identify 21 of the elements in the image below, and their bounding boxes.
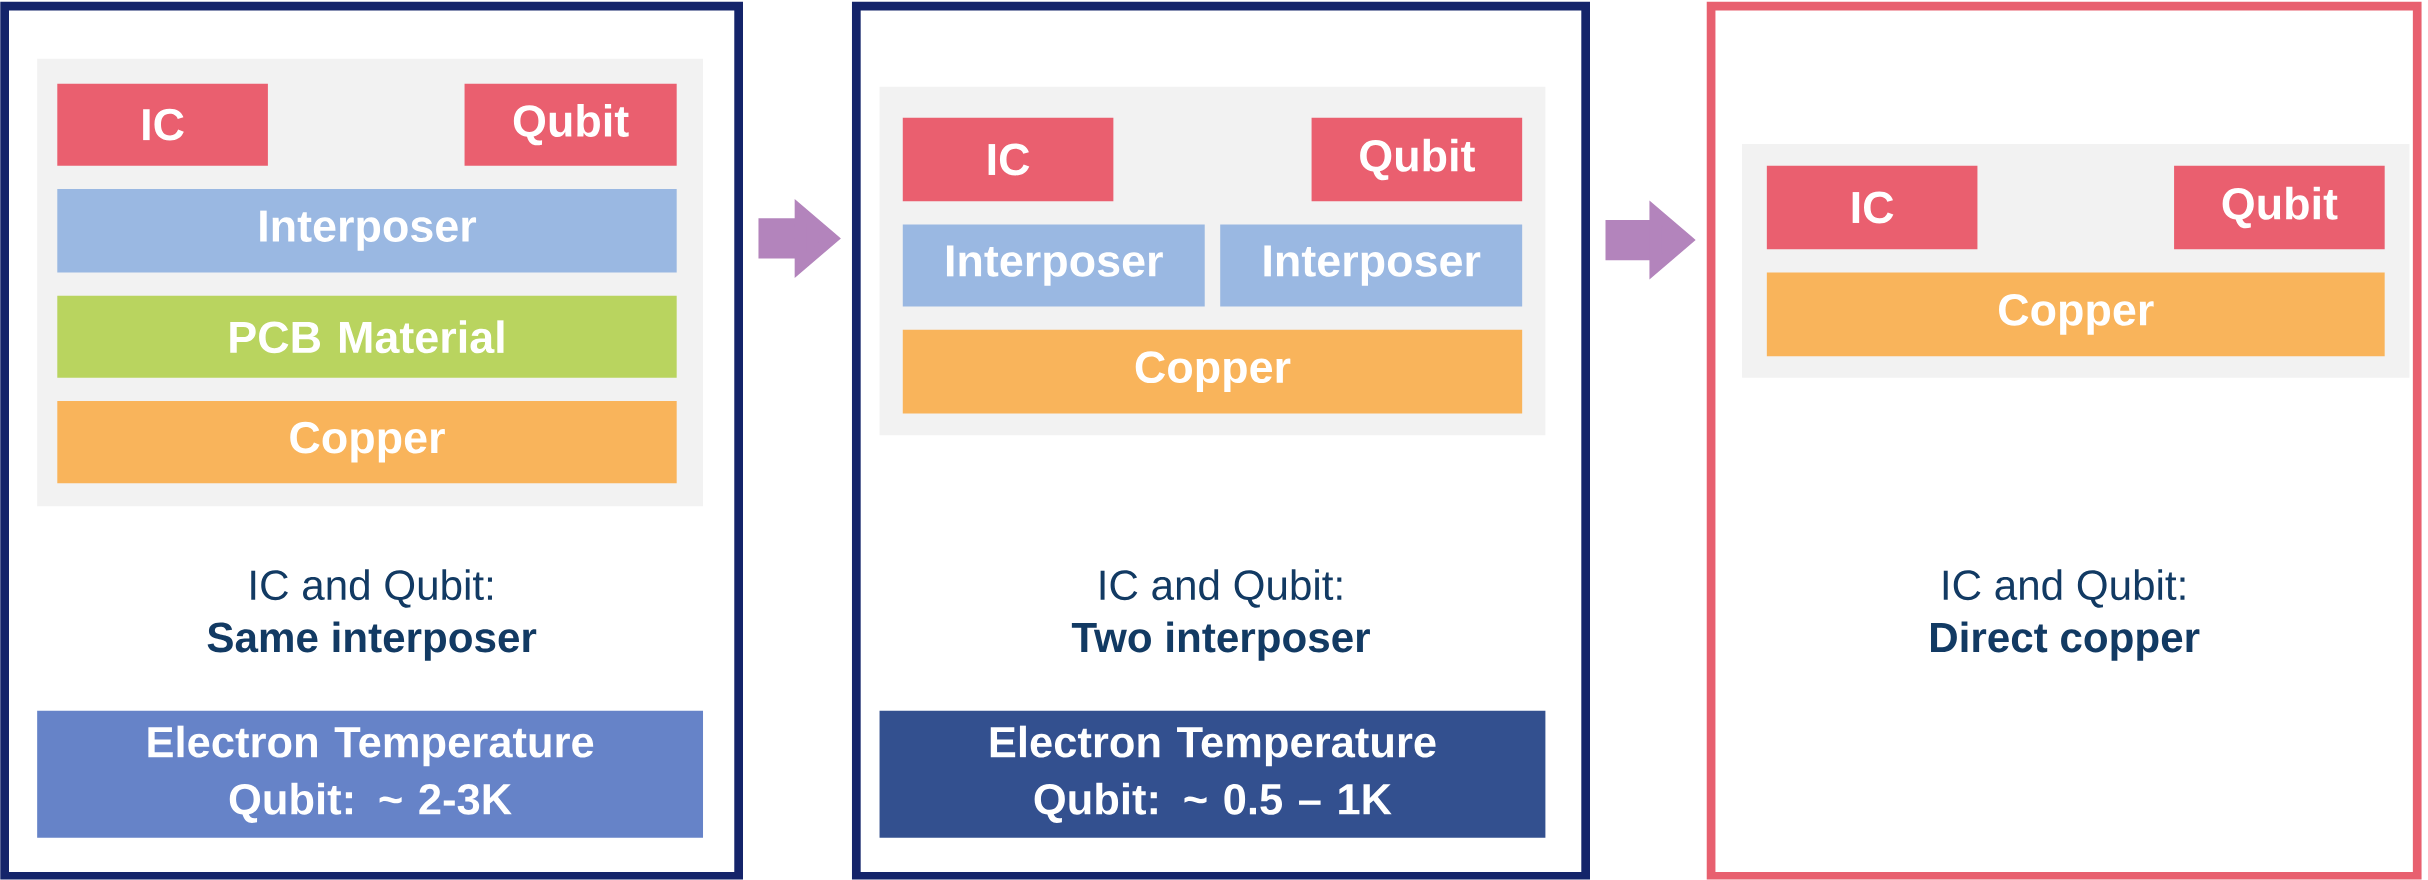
panel-label: Same interposer	[207, 621, 537, 661]
layer-box: PCB Material	[57, 296, 677, 379]
temperature-box: Electron Temperature Qubit: ~ 2-3K	[37, 711, 703, 838]
layer-box: Copper	[1766, 272, 2385, 357]
panel-label: Direct copper	[1931, 621, 2200, 661]
layer-box: IC	[902, 117, 1114, 202]
layer-box: IC	[1766, 165, 1978, 250]
layer-box: IC	[57, 83, 268, 166]
layer-box: Copper	[902, 330, 1523, 414]
layer-box: Qubit	[464, 83, 677, 166]
panel-label: IC and Qubit:	[251, 569, 492, 608]
layer-box: Qubit	[1311, 117, 1523, 202]
layer-box: Qubit	[2174, 165, 2385, 250]
layer-box: Interposer	[57, 189, 677, 273]
temperature-box: Electron Temperature Qubit: ~ 0.5 – 1K	[879, 711, 1546, 838]
panel-label: IC and Qubit:	[1943, 569, 2185, 608]
layer-box: Interposer	[902, 224, 1205, 307]
layer-box: Copper	[57, 401, 677, 484]
panel-label: IC and Qubit:	[1100, 569, 1342, 608]
panel-label: Two interposer	[1071, 621, 1370, 661]
layer-box: Interposer	[1220, 224, 1523, 307]
